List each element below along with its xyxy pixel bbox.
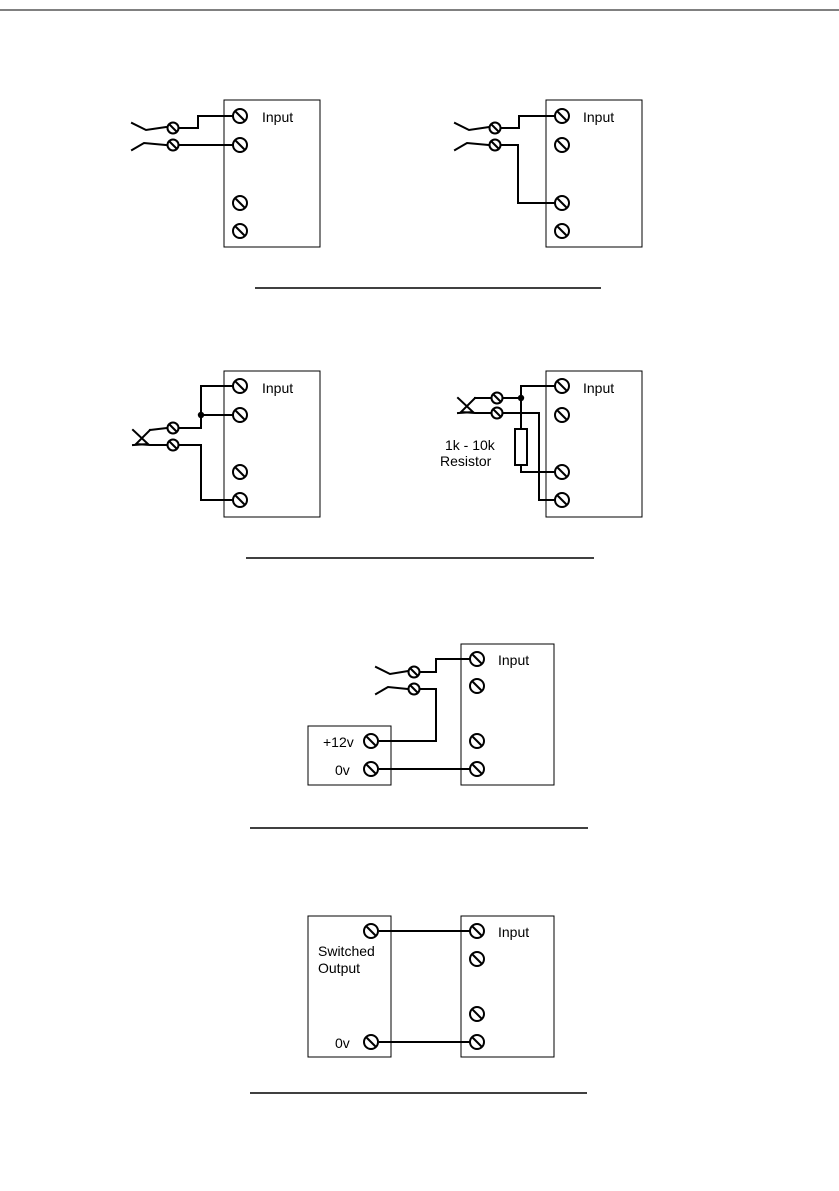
switch-terminal-icon (168, 140, 179, 151)
switch-contact-upper (132, 123, 166, 130)
resistor-label: Resistor (440, 453, 492, 469)
switch-terminal-icon (168, 440, 179, 451)
terminal-icon (233, 224, 247, 238)
zero-v-label: 0v (335, 762, 350, 778)
switch-terminal-icon (492, 408, 503, 419)
diagram-3: Input +12v 0v (308, 644, 554, 785)
junction-dot (198, 412, 204, 418)
terminal-icon (470, 1007, 484, 1021)
input-label: Input (498, 924, 529, 940)
terminal-icon (470, 734, 484, 748)
diagram-1b: Input (455, 100, 642, 247)
input-label: Input (262, 380, 293, 396)
terminal-icon (470, 652, 484, 666)
switch-contact-lower (455, 143, 489, 150)
switch-contact-lower (376, 687, 408, 694)
input-label: Input (498, 652, 529, 668)
terminal-icon (470, 679, 484, 693)
switch-contact-upper (376, 667, 408, 674)
switch-contact-lower (132, 143, 166, 150)
terminal-icon (233, 465, 247, 479)
switch-terminal-icon (492, 393, 503, 404)
terminal-icon (470, 924, 484, 938)
terminal-icon (233, 379, 247, 393)
terminal-icon (555, 138, 569, 152)
switch-terminal-icon (168, 423, 179, 434)
terminal-icon (555, 196, 569, 210)
terminal-icon (555, 379, 569, 393)
terminal-icon (233, 493, 247, 507)
terminal-icon (364, 924, 378, 938)
terminal-icon (555, 408, 569, 422)
output-label: Output (318, 960, 360, 976)
terminal-icon (470, 1035, 484, 1049)
input-label: Input (583, 380, 614, 396)
switch-terminal-icon (409, 667, 420, 678)
diagram-2a: Input (133, 371, 320, 517)
terminal-icon (233, 138, 247, 152)
terminal-icon (233, 196, 247, 210)
zero-v-label: 0v (335, 1035, 350, 1051)
terminal-icon (470, 762, 484, 776)
switch-terminal-icon (409, 684, 420, 695)
terminal-icon (470, 952, 484, 966)
switch-terminal-icon (490, 123, 501, 134)
input-label: Input (262, 109, 293, 125)
diagram-4: Input Switched Output 0v (308, 916, 554, 1057)
diagram-1a: Input (132, 100, 320, 247)
terminal-icon (364, 1035, 378, 1049)
switch-contact-upper (133, 430, 148, 445)
input-label: Input (583, 109, 614, 125)
switched-label: Switched (318, 943, 375, 959)
terminal-icon (555, 109, 569, 123)
terminal-icon (364, 762, 378, 776)
switch-terminal-icon (168, 123, 179, 134)
switch-contact-line (150, 428, 167, 430)
terminal-icon (364, 734, 378, 748)
terminal-icon (555, 465, 569, 479)
terminal-icon (555, 493, 569, 507)
plus12v-label: +12v (323, 734, 354, 750)
switch-contact-upper (455, 123, 489, 130)
terminal-icon (233, 109, 247, 123)
switch-terminal-icon (490, 140, 501, 151)
terminal-icon (233, 408, 247, 422)
terminal-icon (555, 224, 569, 238)
resistor-icon (515, 429, 527, 465)
resistor-value-label: 1k - 10k (445, 437, 496, 453)
diagram-2b: Input 1k - 10k Resistor (440, 371, 642, 517)
switch-contact-upper (458, 398, 473, 413)
